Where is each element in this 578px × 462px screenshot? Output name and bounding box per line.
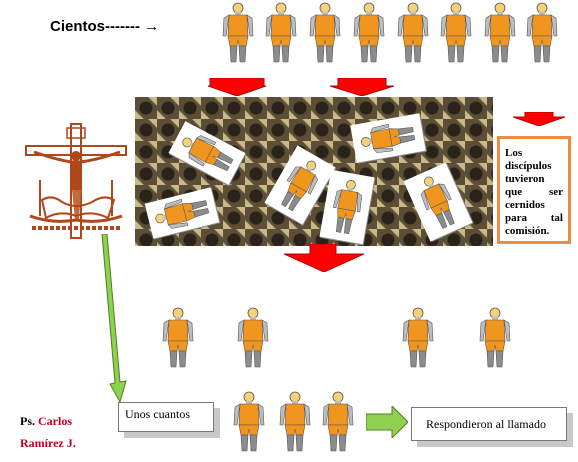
sifted-figure-card <box>168 121 246 185</box>
person-icon <box>398 307 438 369</box>
respondieron-text: Respondieron al llamado <box>426 417 546 431</box>
cientos-text: Cientos------- <box>50 18 140 35</box>
person-icon <box>393 2 433 64</box>
note-text: Los discípulos tuvieron que ser cernidos… <box>505 147 563 237</box>
person-icon <box>275 391 315 453</box>
cientos-label: Cientos------- → <box>50 18 159 35</box>
arrow-down-icon <box>513 112 565 126</box>
unos-cuantos-box: Unos cuantos <box>118 402 214 432</box>
unos-cuantos-text: Unos cuantos <box>125 407 190 421</box>
sifted-figure-card <box>144 187 220 239</box>
arrow-down-icon <box>208 78 266 96</box>
person-icon <box>480 2 520 64</box>
arrow-down-icon <box>284 244 364 272</box>
author-name-line2: Ramírez J. <box>20 436 76 450</box>
crucifix-icon <box>25 123 127 239</box>
author-prefix: Ps. <box>20 414 35 428</box>
arrow-down-icon <box>101 234 127 404</box>
person-icon <box>229 391 269 453</box>
person-icon <box>436 2 476 64</box>
person-icon <box>218 2 258 64</box>
arrow-right-icon <box>366 406 408 438</box>
person-icon <box>233 307 273 369</box>
person-icon <box>305 2 345 64</box>
sieve-mesh <box>135 97 493 246</box>
author-credit: Ps. Carlos Ramírez J. <box>20 410 76 454</box>
author-name-line1: Carlos <box>38 414 72 428</box>
respondieron-box: Respondieron al llamado <box>411 407 567 441</box>
person-icon <box>261 2 301 64</box>
note-box: Los discípulos tuvieron que ser cernidos… <box>497 136 571 244</box>
arrow-right-icon: → <box>144 18 160 35</box>
person-icon <box>349 2 389 64</box>
person-icon <box>158 307 198 369</box>
sifted-figure-card <box>350 113 426 163</box>
person-icon <box>318 391 358 453</box>
person-icon <box>475 307 515 369</box>
person-icon <box>522 2 562 64</box>
sifted-figure-card <box>403 162 473 242</box>
arrow-down-icon <box>330 78 394 96</box>
